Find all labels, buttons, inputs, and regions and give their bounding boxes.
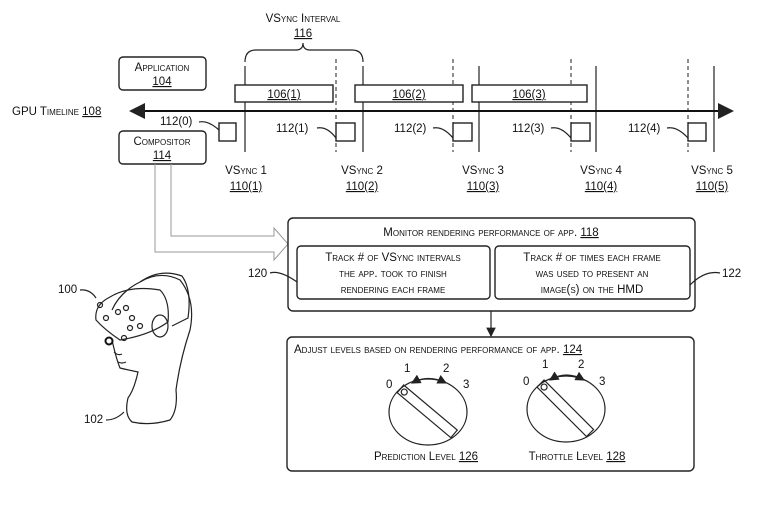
compositor-task-112-3: 112(3) [512,122,591,142]
compositor-task-112-2: 112(2) [394,122,473,142]
svg-text:Track # of VSync intervals: Track # of VSync intervals [325,252,461,264]
gpu-timeline-label: GPU Timeline 108 [12,106,101,118]
svg-text:100: 100 [58,284,77,296]
svg-text:122: 122 [722,268,741,280]
svg-text:1: 1 [542,359,548,371]
compositor-to-monitor-arrow [154,164,289,262]
svg-text:114: 114 [153,150,172,162]
svg-text:0: 0 [523,376,529,388]
svg-text:rendering each frame: rendering each frame [341,284,446,296]
track-reuse-box: Track # of times each frame was used to … [494,245,691,300]
vsync-interval-brace [244,42,364,63]
ref-120: 120 [248,268,298,283]
svg-text:VSync Interval: VSync Interval [266,13,341,25]
vsync-label-4: VSync 4 110(4) [580,165,622,193]
svg-text:Compositor: Compositor [133,136,190,148]
compositor-task-112-0: 112(0) [160,116,237,142]
svg-text:112(0): 112(0) [160,116,193,128]
svg-text:VSync 4: VSync 4 [580,165,622,177]
svg-text:Throttle Level 128: Throttle Level 128 [529,451,626,463]
svg-text:0: 0 [386,379,392,391]
svg-text:VSync 1: VSync 1 [225,165,267,177]
vsync-label-3: VSync 3 110(3) [462,165,504,193]
svg-text:VSync 2: VSync 2 [341,165,383,177]
svg-text:Track # of times each frame: Track # of times each frame [523,252,660,264]
svg-text:VSync 3: VSync 3 [462,165,504,177]
vsync-label-1: VSync 1 110(1) [225,165,267,193]
svg-text:112(3): 112(3) [512,123,545,135]
svg-text:110(2): 110(2) [346,181,379,193]
svg-text:116: 116 [294,28,312,40]
application-box: Application 104 [118,56,207,91]
vsync-interval-label: VSync Interval 116 [266,13,341,40]
svg-text:Application: Application [135,62,190,74]
svg-text:110(5): 110(5) [696,181,729,193]
svg-text:was used to present an: was used to present an [536,268,649,280]
svg-text:112(1): 112(1) [276,123,309,135]
frame-106-1: 106(1) [234,84,334,103]
svg-text:Prediction Level 126: Prediction Level 126 [374,451,478,463]
svg-text:106(3): 106(3) [512,89,545,101]
svg-text:Adjust levels based on renderi: Adjust levels based on rendering perform… [294,344,583,356]
hmd-user-illustration: 100 102 [58,272,193,426]
svg-text:102: 102 [84,414,103,426]
frame-106-3: 106(3) [471,84,588,103]
ref-122: 122 [689,268,741,286]
compositor-task-112-1: 112(1) [276,122,356,142]
svg-text:1: 1 [404,363,410,375]
svg-text:GPU Timeline 108: GPU Timeline 108 [12,106,101,118]
svg-text:3: 3 [463,379,469,391]
svg-text:106(2): 106(2) [392,89,425,101]
svg-text:112(2): 112(2) [394,123,427,135]
svg-text:image(s) on the HMD: image(s) on the HMD [541,284,644,296]
throttle-level-dial: 0 1 2 3 Throttle Level 128 [523,359,625,463]
svg-text:104: 104 [152,76,172,88]
vsync-lines [244,66,715,152]
svg-text:106(1): 106(1) [267,89,300,101]
adjust-box: Adjust levels based on rendering perform… [286,336,695,472]
track-intervals-box: Track # of VSync intervals the app. took… [296,245,491,300]
svg-text:2: 2 [578,359,584,371]
svg-text:110(3): 110(3) [467,181,500,193]
deadline-dashed-lines [335,59,689,152]
svg-text:110(1): 110(1) [230,181,263,193]
vsync-label-2: VSync 2 110(2) [341,165,383,193]
compositor-task-112-4: 112(4) [628,122,707,142]
svg-text:2: 2 [443,363,449,375]
compositor-box: Compositor 114 [118,130,207,165]
svg-text:the app. took to finish: the app. took to finish [339,268,447,280]
svg-text:Monitor rendering performance: Monitor rendering performance of app. 11… [383,227,598,239]
svg-text:120: 120 [248,268,267,280]
svg-text:3: 3 [599,376,605,388]
prediction-level-dial: 0 1 2 3 Prediction Level 126 [374,363,478,463]
svg-text:112(4): 112(4) [628,123,661,135]
svg-text:110(4): 110(4) [585,181,618,193]
svg-text:VSync 5: VSync 5 [691,165,733,177]
vsync-label-5: VSync 5 110(5) [691,165,733,193]
frame-106-2: 106(2) [354,84,464,103]
